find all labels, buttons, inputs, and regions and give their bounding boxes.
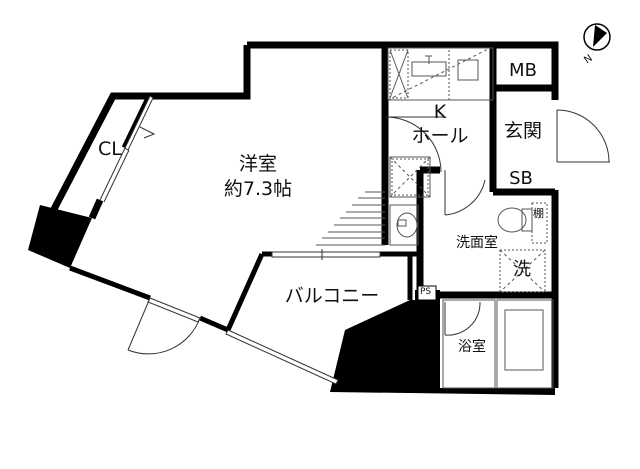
north-arrow-icon <box>583 23 611 51</box>
hall-label: ホール <box>411 125 469 147</box>
stair-lines <box>316 191 385 246</box>
washer-label: 洗 <box>513 259 531 280</box>
door-swings <box>127 109 610 355</box>
pipe-space-label: PS <box>420 287 432 297</box>
windows <box>99 95 381 385</box>
bathroom-label: 浴室 <box>458 339 486 355</box>
closet-label: CL <box>98 138 122 160</box>
entrance-label: 玄関 <box>503 120 543 142</box>
washroom-fixtures <box>389 202 554 389</box>
kitchen-label: K <box>433 101 447 123</box>
balcony-label: バルコニー <box>284 285 380 307</box>
walls <box>36 41 559 388</box>
shelf-label: 棚 <box>533 207 544 220</box>
kitchen-fixtures <box>387 47 494 198</box>
washroom-label: 洗面室 <box>456 235 498 251</box>
meter-box-label: MB <box>509 60 537 81</box>
western-room-label: 洋室 <box>238 153 278 175</box>
shoe-box-label: SB <box>509 168 533 189</box>
western-room-size: 約7.3帖 <box>223 178 293 200</box>
